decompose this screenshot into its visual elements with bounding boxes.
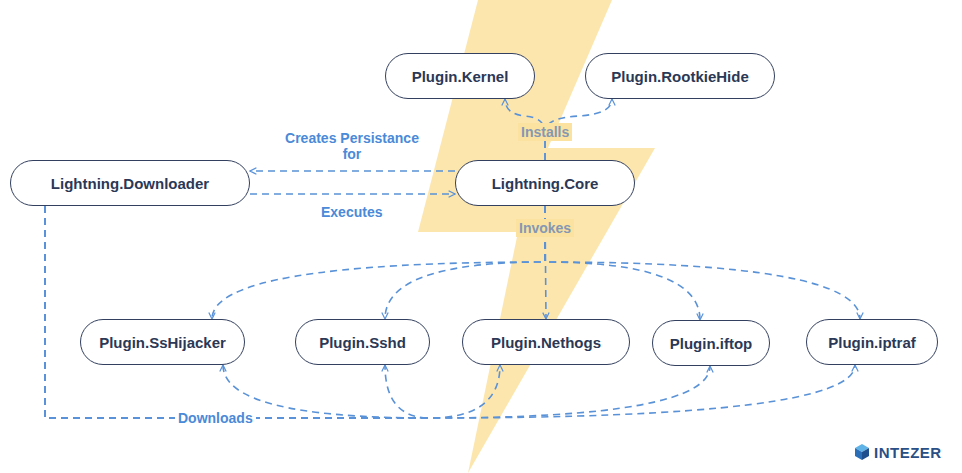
node-label: Plugin.Nethogs [491,334,601,351]
dashed-connector [212,206,545,319]
rounded-box: Lightning.Core [455,160,635,206]
rounded-box: Lightning.Downloader [10,160,250,206]
dashed-connector [250,170,455,172]
node-label: Plugin.SsHijacker [99,334,226,351]
edge-label: Creates Persistance for [279,129,425,163]
rounded-box: Plugin.SsHijacker [80,319,245,365]
node-label: Plugin.Sshd [319,334,406,351]
dashed-connector [45,206,430,418]
rounded-box: Plugin.iftop [652,320,770,366]
watermark-logo [855,444,869,460]
dashed-connector [45,206,855,418]
rounded-box: Plugin.Sshd [295,319,430,365]
node-label: Lightning.Downloader [51,175,209,192]
node-label: Plugin.RootkieHide [611,68,749,85]
dashed-connector [45,206,500,418]
rounded-box: Plugin.RootkieHide [585,53,775,99]
node-label: Plugin.iptraf [828,334,916,351]
edge-label: Invokes [516,219,574,237]
node-label: Lightning.Core [492,175,599,192]
rounded-box: Plugin.iptraf [806,319,938,365]
edge-label: Executes [318,203,385,221]
dashed-connector [250,193,455,195]
node-label: Plugin.iftop [670,335,752,352]
rounded-box: Plugin.Nethogs [462,319,630,365]
edge-label: Installs [518,123,572,141]
node-label: Plugin.Kernel [412,68,509,85]
dashed-connector [45,206,710,418]
watermark: INTEZER [874,444,942,461]
edge-label: Downloads [175,409,256,427]
rounded-box: Plugin.Kernel [385,53,535,99]
dashed-connector [545,206,860,319]
dashed-connector [45,206,430,418]
